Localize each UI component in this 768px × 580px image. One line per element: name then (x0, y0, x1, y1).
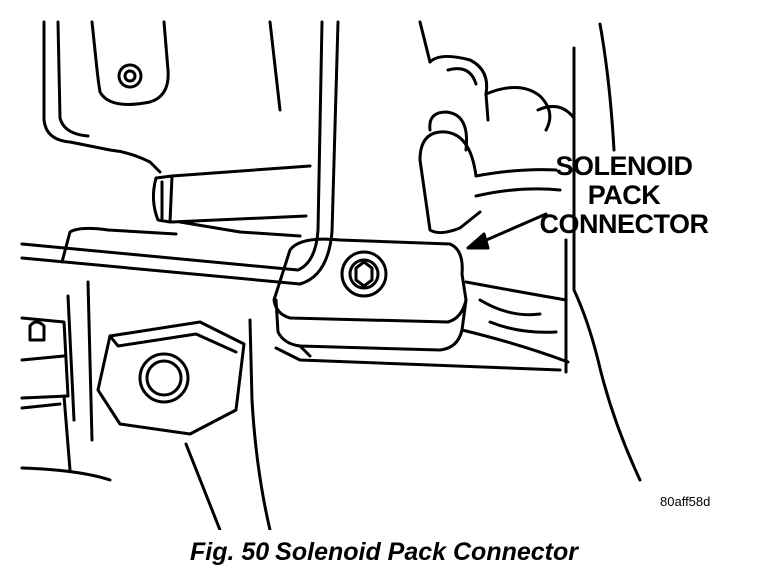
lower-case (20, 220, 562, 530)
left-bracket (20, 280, 94, 472)
metal-tube (20, 20, 432, 286)
mounting-boss (96, 320, 246, 436)
callout-line-1: SOLENOID (555, 151, 693, 181)
mounting-hole-icon (138, 352, 190, 404)
reference-code: 80aff58d (660, 494, 711, 509)
line-drawing (20, 20, 642, 530)
hose-fitting (151, 164, 312, 224)
upper-housing (42, 20, 170, 174)
callout-label: SOLENOID PACK CONNECTOR (524, 152, 724, 239)
connector-bolt-icon (340, 250, 388, 298)
leader-arrow (466, 212, 548, 250)
callout-line-3: CONNECTOR (539, 209, 709, 239)
solenoid-pack-connector (272, 237, 468, 358)
lower-harness (460, 238, 570, 374)
right-housing (572, 22, 642, 482)
callout-line-2: PACK (587, 180, 661, 210)
wire-harness (418, 55, 576, 235)
caption-number: Fig. 50 (189, 538, 270, 566)
caption-title: Solenoid Pack Connector (275, 538, 579, 566)
